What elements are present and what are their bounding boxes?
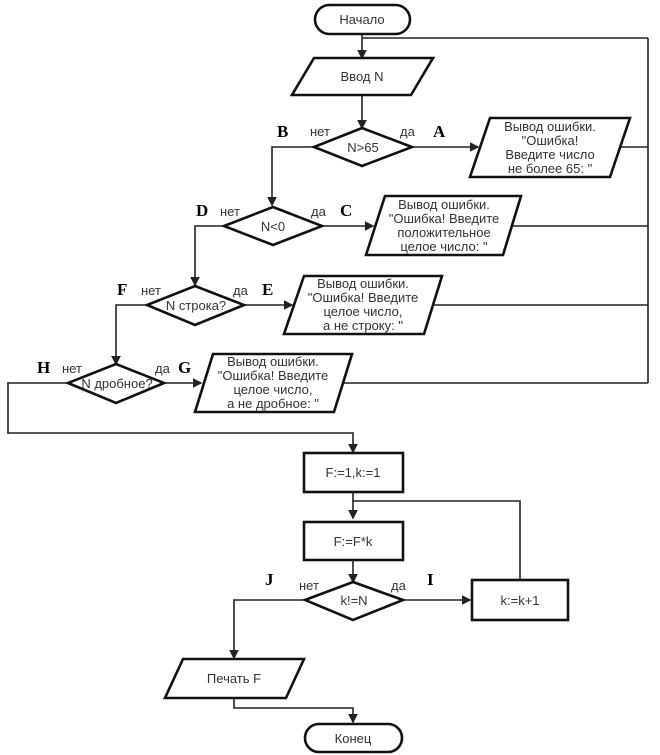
loop-no-label: нет <box>299 578 319 593</box>
error-4-line-2: "Ошибка! Введите <box>218 368 329 383</box>
connector-print-end <box>233 698 358 724</box>
decision-3-label: N строка? <box>166 298 226 313</box>
error-1-line-1: Вывод ошибки. <box>504 119 596 134</box>
connector-loop-back <box>353 500 521 580</box>
error-3-line-4: а не строку: " <box>323 318 403 333</box>
marker-c: C <box>340 201 352 220</box>
error-output-4: Вывод ошибки. "Ошибка! Введите целое чис… <box>193 352 354 414</box>
decision-3-no-label: нет <box>141 283 161 298</box>
decision-n-lt-0: N<0 нет да D C <box>196 201 352 247</box>
error-2-line-4: целое число: " <box>400 239 488 254</box>
loop-decision-label: k!=N <box>340 593 367 608</box>
connectors <box>7 34 649 724</box>
error-4-line-4: а не дробное: " <box>227 396 319 411</box>
error-1-line-2: "Ошибка! <box>522 133 579 148</box>
marker-h: H <box>37 358 50 377</box>
connector-d4-no <box>7 382 358 454</box>
decision-2-label: N<0 <box>261 219 285 234</box>
error-4-line-1: Вывод ошибки. <box>227 354 319 369</box>
connector-d1-no <box>267 146 314 207</box>
decision-n-gt-65: N>65 нет да B A <box>277 122 446 168</box>
marker-i: I <box>427 570 434 589</box>
connector-loop-no <box>229 599 305 660</box>
loop-yes-label: да <box>391 578 407 593</box>
error-output-3: Вывод ошибки. "Ошибка! Введите целое чис… <box>282 274 444 336</box>
error-1-line-4: не более 65: " <box>508 161 593 176</box>
marker-g: G <box>178 358 191 377</box>
multiply-label: F:=F*k <box>334 534 373 549</box>
decision-2-yes-label: да <box>311 204 327 219</box>
decision-4-no-label: нет <box>62 361 82 376</box>
marker-e: E <box>262 280 273 299</box>
decision-2-no-label: нет <box>220 204 240 219</box>
increment-label: k:=k+1 <box>500 593 539 608</box>
start-label: Начало <box>339 12 384 27</box>
marker-d: D <box>196 201 208 220</box>
end-terminator: Конец <box>303 722 404 754</box>
error-output-1: Вывод ошибки. "Ошибка! Введите число не … <box>468 116 632 179</box>
print-label: Печать F <box>207 671 261 686</box>
error-2-line-3: положительное <box>397 225 490 240</box>
start-terminator: Начало <box>313 3 412 36</box>
connector-d3-no <box>111 304 147 366</box>
init-process: F:=1,k:=1 <box>302 451 405 494</box>
input-block: Ввод N <box>289 56 436 97</box>
decision-1-yes-label: да <box>400 124 416 139</box>
error-2-line-1: Вывод ошибки. <box>398 197 490 212</box>
decision-1-no-label: нет <box>310 124 330 139</box>
marker-a: A <box>433 122 446 141</box>
decision-3-yes-label: да <box>233 283 249 298</box>
error-3-line-2: "Ошибка! Введите <box>308 290 419 305</box>
decision-4-yes-label: да <box>155 361 171 376</box>
marker-b: B <box>277 122 288 141</box>
print-output: Печать F <box>162 657 307 700</box>
decision-4-label: N дробное? <box>81 376 152 391</box>
end-label: Конец <box>335 731 372 746</box>
decision-1-label: N>65 <box>347 140 378 155</box>
error-3-line-3: целое число, <box>323 304 402 319</box>
increment-process: k:=k+1 <box>470 578 570 622</box>
input-label: Ввод N <box>341 69 384 84</box>
connector-d2-no <box>190 225 224 287</box>
init-label: F:=1,k:=1 <box>326 465 381 480</box>
multiply-process: F:=F*k <box>302 520 405 562</box>
error-4-line-3: целое число, <box>233 382 312 397</box>
decision-n-string: N строка? нет да F E <box>117 280 273 327</box>
error-3-line-1: Вывод ошибки. <box>317 276 409 291</box>
decision-k-ne-n: k!=N нет да J I <box>265 570 434 622</box>
marker-f: F <box>117 280 127 299</box>
error-2-line-2: "Ошибка! Введите <box>389 211 500 226</box>
marker-j: J <box>265 570 274 589</box>
error-output-2: Вывод ошибки. "Ошибка! Введите положител… <box>364 194 523 257</box>
decision-n-fractional: N дробное? нет да H G <box>37 358 191 405</box>
error-1-line-3: Введите число <box>505 147 594 162</box>
